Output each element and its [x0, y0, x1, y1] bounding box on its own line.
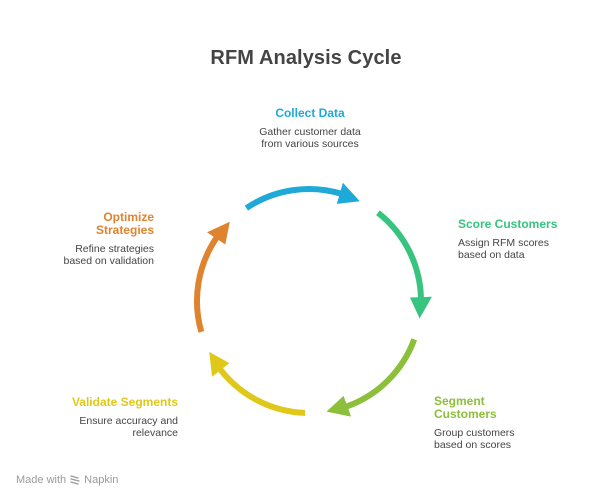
napkin-brand-label: Napkin	[84, 474, 119, 486]
footer-attribution: Made with Napkin	[16, 474, 118, 486]
diagram-title: RFM Analysis Cycle	[210, 47, 402, 69]
arrowhead-icon	[409, 296, 432, 319]
napkin-logo-icon	[70, 475, 80, 485]
step-title: Collect Data	[275, 106, 345, 120]
step-description: Refine strategies based on validation	[63, 243, 155, 267]
step-score-customers: Score Customers Assign RFM scores based …	[458, 217, 598, 262]
step-title: Optimize Strategies	[95, 210, 154, 237]
step-description: Ensure accuracy and relevance	[79, 415, 178, 439]
arrow-shaft	[376, 210, 424, 300]
arrow-collect-data	[244, 182, 360, 211]
arrow-shaft	[217, 366, 306, 416]
arrow-shaft	[244, 186, 343, 211]
arrow-segment-customers	[326, 338, 418, 417]
step-description: Group customers based on scores	[434, 427, 515, 451]
arrowhead-icon	[326, 395, 352, 417]
made-with-label: Made with	[16, 474, 67, 486]
step-title: Validate Segments	[71, 395, 178, 409]
arrow-shaft	[194, 235, 220, 333]
step-title: Score Customers	[458, 217, 558, 231]
step-title: Segment Customers	[434, 394, 497, 421]
step-optimize-strategies: Optimize Strategies Refine strategies ba…	[14, 210, 155, 268]
arrow-shaft	[344, 338, 418, 410]
arrow-score-customers	[376, 210, 432, 319]
step-validate-segments: Validate Segments Ensure accuracy and re…	[38, 395, 178, 440]
step-segment-customers: Segment Customers Group customers based …	[434, 394, 574, 452]
arrowhead-icon	[336, 182, 360, 204]
step-description: Gather customer data from various source…	[259, 126, 361, 150]
step-description: Assign RFM scores based on data	[458, 237, 550, 261]
arrowhead-icon	[207, 221, 230, 245]
arrow-optimize-strategies	[194, 221, 230, 333]
arrow-validate-segments	[209, 351, 306, 416]
step-collect-data: Collect Data Gather customer data from v…	[230, 106, 390, 151]
arrowhead-icon	[209, 351, 230, 377]
